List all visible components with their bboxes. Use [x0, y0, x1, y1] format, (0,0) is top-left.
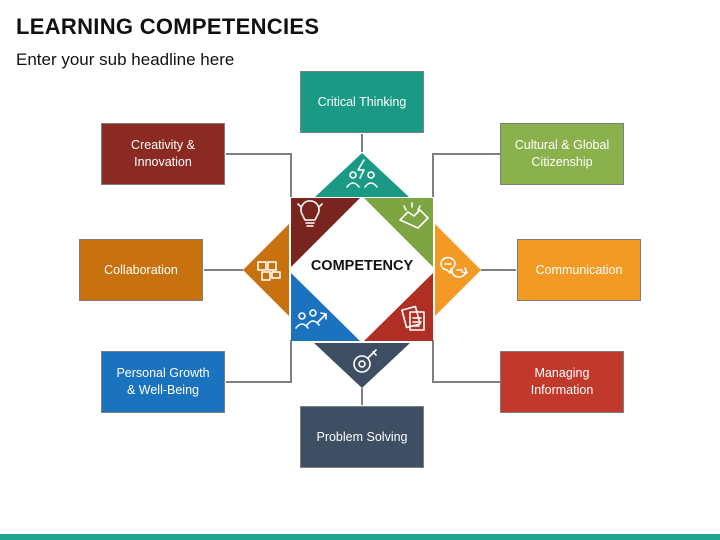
node-collaboration: Collaboration: [79, 239, 203, 301]
handshake-icon: [399, 202, 429, 229]
bottom-accent-bar: [0, 534, 720, 540]
node-personal-growth: Personal Growth & Well-Being: [101, 351, 225, 413]
team-icon: [257, 261, 281, 281]
node-creativity-innovation: Creativity & Innovation: [101, 123, 225, 185]
node-managing-information: Managing Information: [500, 351, 624, 413]
key-gear-icon: [353, 349, 377, 373]
node-communication: Communication: [517, 239, 641, 301]
documents-icon: [401, 305, 425, 331]
node-critical-thinking: Critical Thinking: [300, 71, 424, 133]
page-title: LEARNING COMPETENCIES: [16, 14, 320, 39]
node-cultural-global-citizenship: Cultural & Global Citizenship: [500, 123, 624, 185]
connectors: [204, 134, 516, 405]
page-subtitle: Enter your sub headline here: [16, 50, 235, 69]
triangle-personal-growth: [291, 273, 360, 341]
connector-managing-info: [432, 340, 500, 383]
triangle-problem-solving: [314, 343, 410, 388]
chat-bubbles-icon: [440, 256, 468, 278]
triangle-creativity: [291, 198, 360, 267]
connector-cultural: [432, 153, 500, 197]
triangle-cultural: [364, 198, 433, 267]
growth-people-icon: [295, 309, 327, 329]
lightbulb-icon: [297, 200, 323, 227]
connector-personal-growth: [226, 340, 292, 383]
triangle-managing-info: [364, 273, 433, 341]
lightning-people-icon: [346, 159, 378, 188]
node-problem-solving: Problem Solving: [300, 406, 424, 468]
connector-creativity: [226, 153, 292, 197]
center-label: COMPETENCY: [310, 258, 414, 274]
